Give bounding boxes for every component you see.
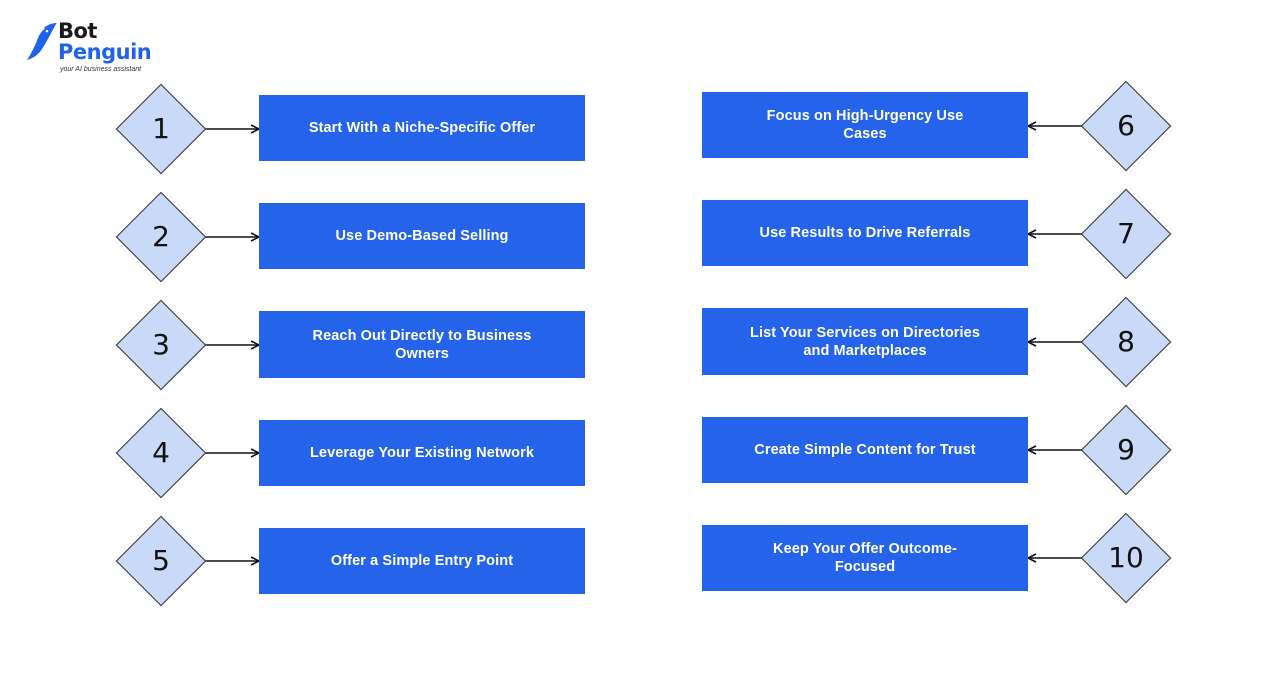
step-1-box: Start With a Niche-Specific Offer xyxy=(259,95,585,161)
step-2-box: Use Demo-Based Selling xyxy=(259,203,585,269)
step-6-box: Focus on High-Urgency Use Cases xyxy=(702,92,1028,158)
step-2-number: 2 xyxy=(152,220,170,253)
step-4-number: 4 xyxy=(152,436,170,469)
logo-text-bot: Bot xyxy=(58,19,97,43)
step-1-number: 1 xyxy=(152,112,170,145)
bot-penguin-logo: Bot Penguin your AI business assistant xyxy=(26,20,166,80)
step-5-number: 5 xyxy=(152,544,170,577)
step-6-number: 6 xyxy=(1117,109,1135,142)
step-8-number: 8 xyxy=(1117,325,1135,358)
logo-text-penguin: Penguin xyxy=(58,40,152,64)
step-10-number: 10 xyxy=(1108,541,1144,574)
step-8-box: List Your Services on Directories and Ma… xyxy=(702,308,1028,375)
step-3-box: Reach Out Directly to Business Owners xyxy=(259,311,585,378)
step-9-number: 9 xyxy=(1117,433,1135,466)
step-10-box: Keep Your Offer Outcome-Focused xyxy=(702,525,1028,591)
step-4-box: Leverage Your Existing Network xyxy=(259,420,585,486)
step-7-box: Use Results to Drive Referrals xyxy=(702,200,1028,266)
penguin-icon xyxy=(27,23,57,60)
logo-tagline: your AI business assistant xyxy=(60,66,142,73)
step-7-number: 7 xyxy=(1117,217,1135,250)
step-5-box: Offer a Simple Entry Point xyxy=(259,528,585,594)
step-3-number: 3 xyxy=(152,328,170,361)
step-9-box: Create Simple Content for Trust xyxy=(702,417,1028,483)
